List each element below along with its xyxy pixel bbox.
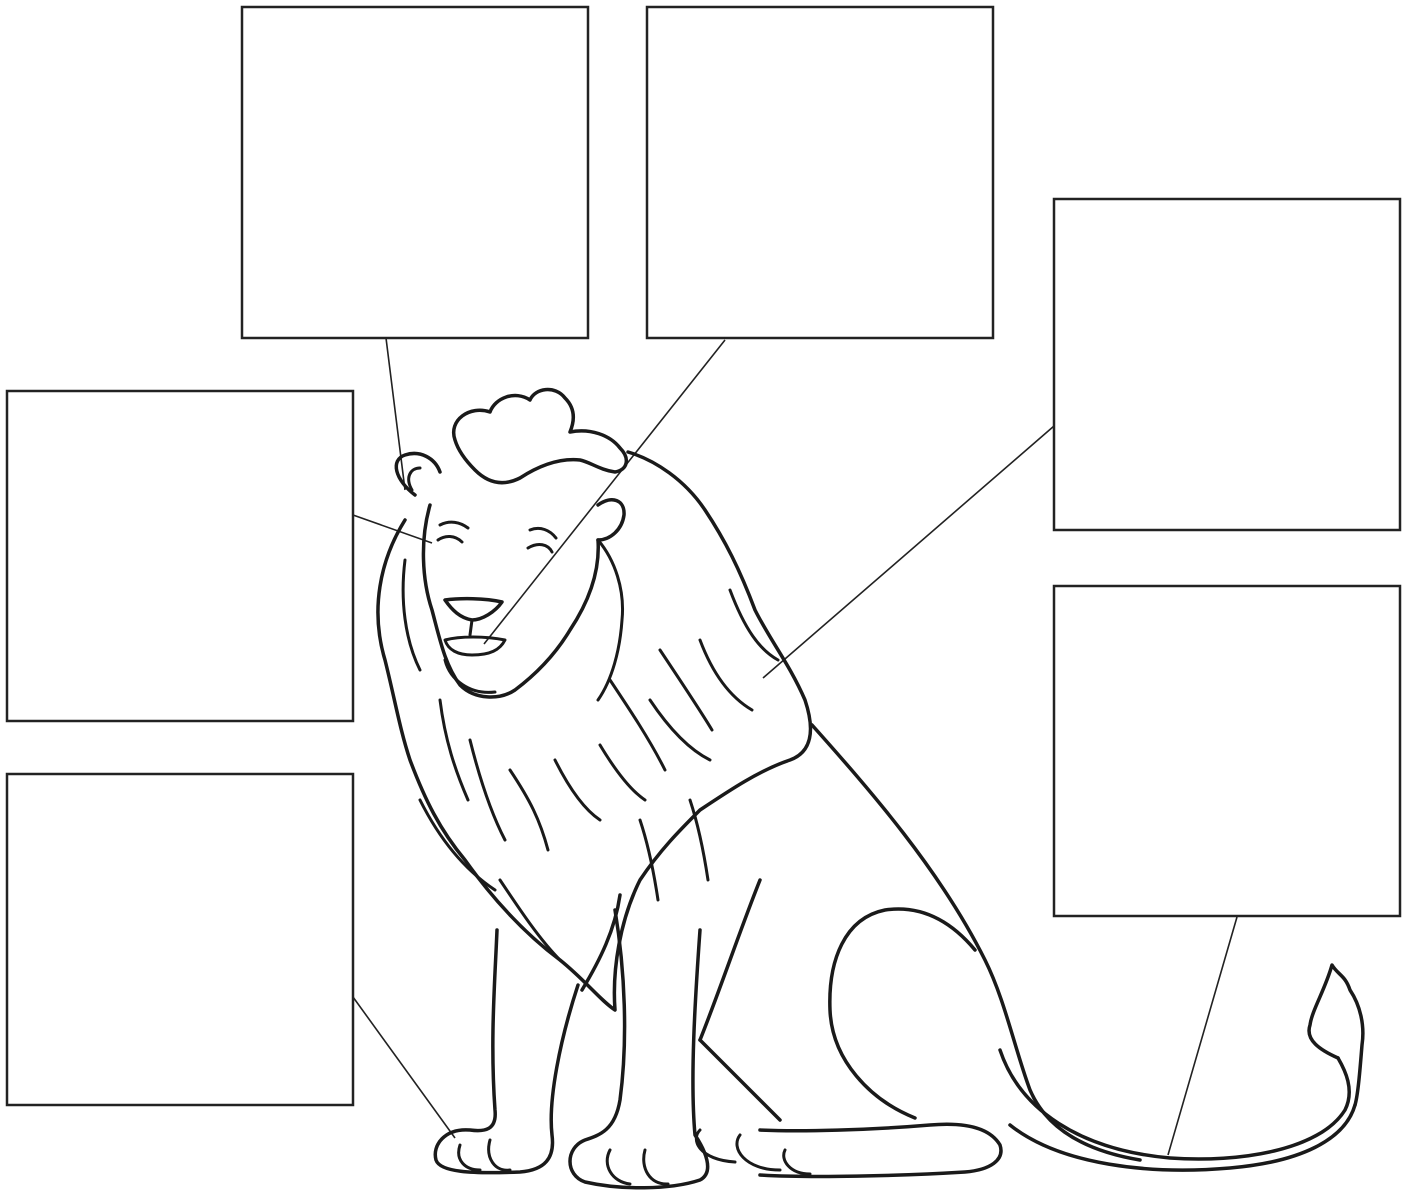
lion-tail [998,1048,1351,1161]
lion-belly [698,878,762,1042]
label-box-mane[interactable] [645,5,995,340]
label-box-paw[interactable] [5,772,355,1107]
lion-chin [443,658,497,694]
label-box-tail[interactable] [1052,584,1402,918]
leader-line-ear [385,337,406,491]
leader-line-mane [483,339,726,645]
lion-muzzle [443,618,507,657]
lion-illustration [376,387,1365,1190]
lion-ear-right [596,498,626,542]
leader-line-tail [1167,916,1238,1156]
lion-forelock [451,387,628,485]
lion-front-leg-left [433,928,580,1175]
lion-ear-left [394,451,442,497]
lion-eye-right [526,543,554,554]
label-box-body[interactable] [1052,197,1402,532]
lion-haunch [828,907,977,1120]
lion-tail-under [1008,1103,1357,1172]
lion-mane-tufts [438,588,780,852]
lion-tail-tuft [1307,963,1365,1107]
leader-line-body [762,425,1055,679]
lion-paw-right-toes [605,1148,670,1186]
lion-front-leg-right [568,908,710,1190]
label-box-ear[interactable] [240,5,590,340]
leader-line-eye [352,514,433,544]
lion-hind-leg [698,1038,1003,1179]
lion-chest [580,893,622,992]
lion-ear-left-inner [407,466,422,492]
lion-face-outline [421,503,600,699]
lion-hind-paw [694,1128,812,1176]
lion-back [810,723,1142,1162]
lion-nose [443,596,504,622]
lion-mane-chest-tufts [418,798,710,962]
label-box-eye[interactable] [5,389,355,723]
lion-brow-right [528,526,558,540]
lion-eye-left [436,535,464,544]
lion-brow-left [438,520,470,530]
lion-paw-left-toes [457,1138,512,1172]
lion-mane-outer [376,450,813,1012]
leader-line-paw [352,996,456,1139]
lion-cheek-mane [401,538,625,702]
